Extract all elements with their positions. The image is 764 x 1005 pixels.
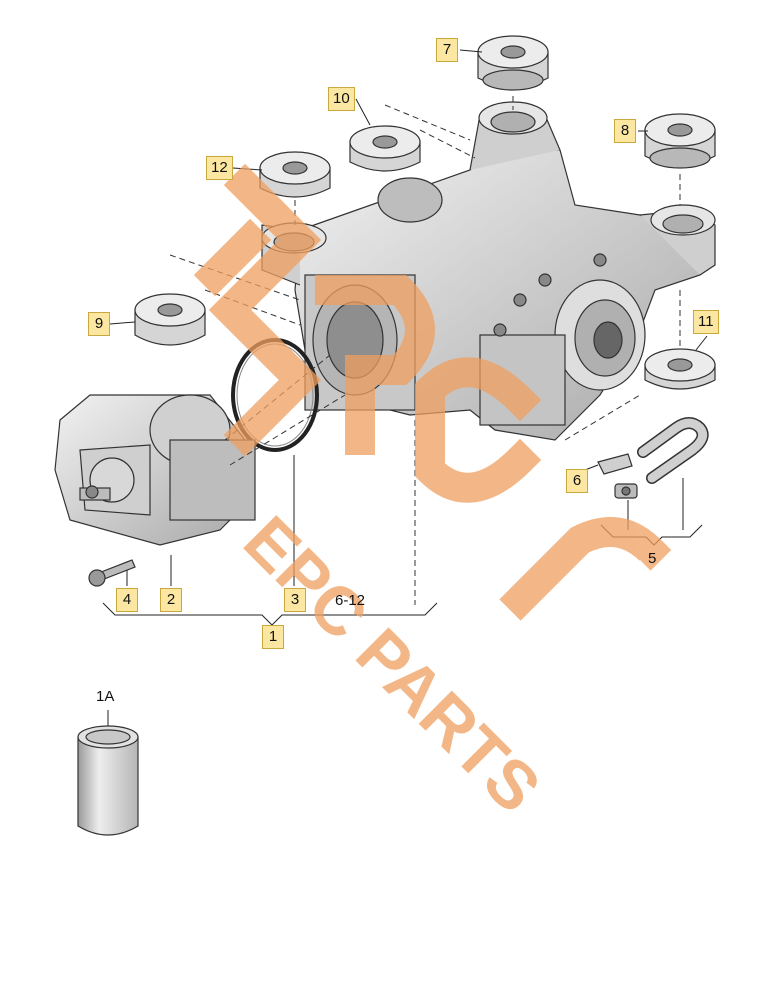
- mount-bush-8: [644, 113, 716, 169]
- callout-8: 8: [614, 119, 636, 143]
- watermark-text: EPC PARTS: [229, 502, 554, 827]
- callout-11: 11: [693, 310, 719, 334]
- oil-can: [77, 725, 139, 836]
- callout-1: 1: [262, 625, 284, 649]
- mount-bush-9: [134, 293, 206, 346]
- callout-12: 12: [206, 156, 233, 180]
- callout-6: 6: [566, 469, 588, 493]
- callout-3: 3: [284, 588, 306, 612]
- mount-bush-12: [259, 151, 331, 198]
- callout-9: 9: [88, 312, 110, 336]
- mount-bush-10: [349, 125, 421, 172]
- mount-bush-7: [477, 35, 549, 91]
- callout-5: 5: [648, 550, 657, 567]
- callout-7: 7: [436, 38, 458, 62]
- callout-4: 4: [116, 588, 138, 612]
- breather-connector: [597, 453, 633, 475]
- breather-hose: [637, 417, 709, 484]
- callout-1a: 1A: [96, 688, 115, 705]
- hose-clamp: [614, 483, 638, 499]
- bolt: [88, 559, 136, 587]
- callout-10: 10: [328, 87, 355, 111]
- mount-bush-11: [644, 348, 716, 390]
- callout-2: 2: [160, 588, 182, 612]
- coupling-unit: [54, 394, 256, 546]
- range-label-6-12: 6-12: [335, 592, 366, 609]
